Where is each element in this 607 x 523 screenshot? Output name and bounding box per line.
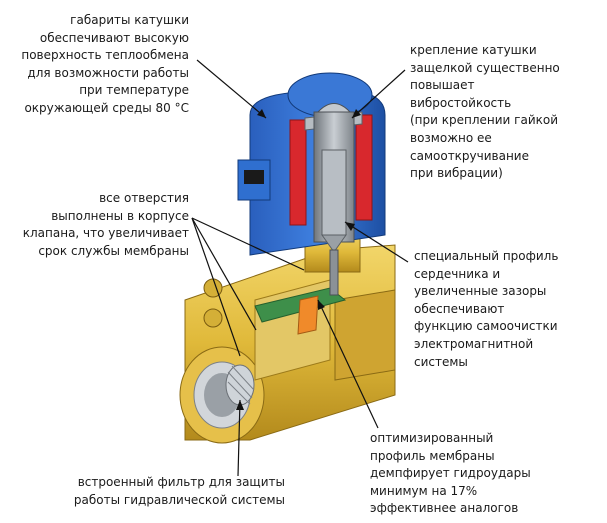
callout-coil-mount-line: при вибрации) xyxy=(410,165,560,183)
callout-holes: все отверстия выполнены в корпусе клапан… xyxy=(23,190,189,260)
callout-core-profile-line: электромагнитной xyxy=(414,336,558,354)
callout-coil-mount-line: возможно ее xyxy=(410,130,560,148)
callout-core-profile: специальный профиль сердечника и увеличе… xyxy=(414,248,558,371)
callout-coil-mount-line: (при креплении гайкой xyxy=(410,112,560,130)
callout-holes-line: все отверстия xyxy=(23,190,189,208)
callout-membrane-line: минимум на 17% xyxy=(370,483,531,501)
callout-membrane-line: эффективнее аналогов xyxy=(370,500,531,518)
callout-filter-line: встроенный фильтр для защиты xyxy=(74,474,285,492)
callout-membrane-line: демпфирует гидроудары xyxy=(370,465,531,483)
callout-membrane: оптимизированный профиль мембраны демпфи… xyxy=(370,430,531,518)
callout-core-profile-line: специальный профиль xyxy=(414,248,558,266)
callout-coil-size-line: для возможности работы xyxy=(21,65,189,83)
callout-holes-line: клапана, что увеличивает xyxy=(23,225,189,243)
coil xyxy=(238,73,385,255)
filter-mesh xyxy=(226,365,254,405)
callout-coil-size: габариты катушки обеспечивают высокую по… xyxy=(21,12,189,118)
callout-core-profile-line: функцию самоочистки xyxy=(414,318,558,336)
callout-core-profile-line: обеспечивают xyxy=(414,301,558,319)
callout-coil-size-line: обеспечивают высокую xyxy=(21,30,189,48)
callout-core-profile-line: сердечника и xyxy=(414,266,558,284)
callout-membrane-line: оптимизированный xyxy=(370,430,531,448)
callout-coil-mount-line: вибростойкость xyxy=(410,95,560,113)
callout-filter-line: работы гидравлической системы xyxy=(74,492,285,510)
callout-core-profile-line: увеличенные зазоры xyxy=(414,283,558,301)
callout-filter: встроенный фильтр для защиты работы гидр… xyxy=(74,474,285,509)
callout-coil-size-line: при температуре xyxy=(21,82,189,100)
callout-coil-mount-line: защелкой существенно xyxy=(410,60,560,78)
leader-coil-size xyxy=(197,60,266,118)
callout-coil-size-line: габариты катушки xyxy=(21,12,189,30)
callout-coil-size-line: окружающей среды 80 °C xyxy=(21,100,189,118)
callout-holes-line: срок службы мембраны xyxy=(23,243,189,261)
callout-coil-mount-line: крепление катушки xyxy=(410,42,560,60)
callout-coil-mount: крепление катушки защелкой существенно п… xyxy=(410,42,560,183)
callout-coil-size-line: поверхность теплообмена xyxy=(21,47,189,65)
callout-membrane-line: профиль мембраны xyxy=(370,448,531,466)
callout-coil-mount-line: самооткручивание xyxy=(410,148,560,166)
callout-holes-line: выполнены в корпусе xyxy=(23,208,189,226)
callout-core-profile-line: системы xyxy=(414,354,558,372)
callout-coil-mount-line: повышает xyxy=(410,77,560,95)
